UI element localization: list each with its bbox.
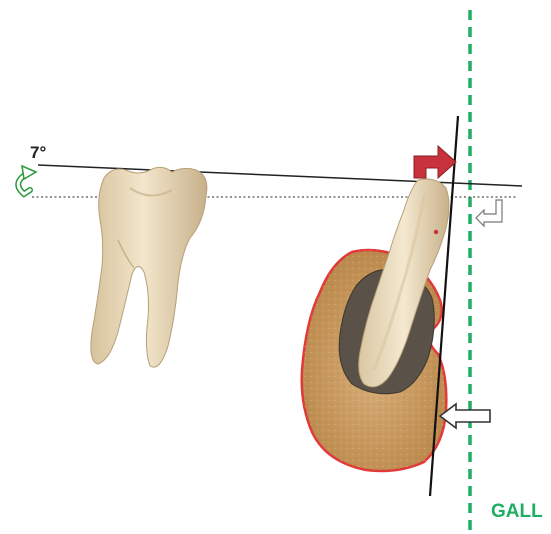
step-arrow-icon (476, 200, 502, 226)
gall-label: GALL (491, 501, 543, 522)
molar-tooth (91, 167, 207, 367)
curved-rotation-arrow-icon (18, 166, 36, 194)
horizontal-arrow-icon (440, 404, 490, 428)
torque-arrow-icon (414, 146, 456, 178)
angle-label: 7° (30, 143, 46, 162)
